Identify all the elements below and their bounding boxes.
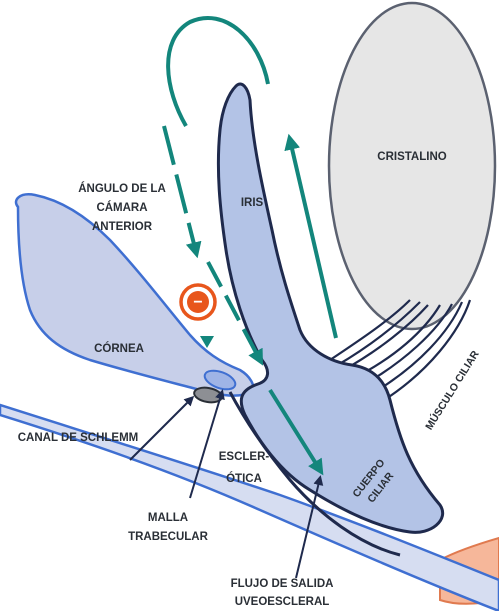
flow-down-arrow-1 — [164, 126, 196, 252]
canal-pointer — [130, 398, 192, 460]
lens-cristalino — [329, 3, 495, 329]
flow-loop-arrow — [168, 18, 268, 126]
label-esclerotica-1: ESCLER- — [219, 451, 270, 463]
label-angulo-1: ÁNGULO DE LA — [78, 182, 166, 195]
minus-circle-icon: − — [181, 285, 215, 319]
label-flujo-1: FLUJO DE SALIDA — [231, 578, 334, 590]
minus-sign: − — [193, 294, 202, 311]
label-malla-2: TRABECULAR — [128, 531, 209, 543]
label-cornea: CÓRNEA — [94, 342, 144, 355]
label-angulo-3: ANTERIOR — [92, 221, 153, 233]
label-esclerotica-2: ÓTICA — [226, 472, 262, 485]
label-angulo-2: CÁMARA — [96, 201, 147, 214]
label-canal-schlemm: CANAL DE SCHLEMM — [18, 432, 139, 444]
label-flujo-2: UVEOESCLERAL — [235, 596, 330, 608]
label-malla-1: MALLA — [148, 512, 188, 524]
label-iris: IRIS — [241, 197, 264, 209]
label-cristalino: CRISTALINO — [377, 151, 446, 163]
